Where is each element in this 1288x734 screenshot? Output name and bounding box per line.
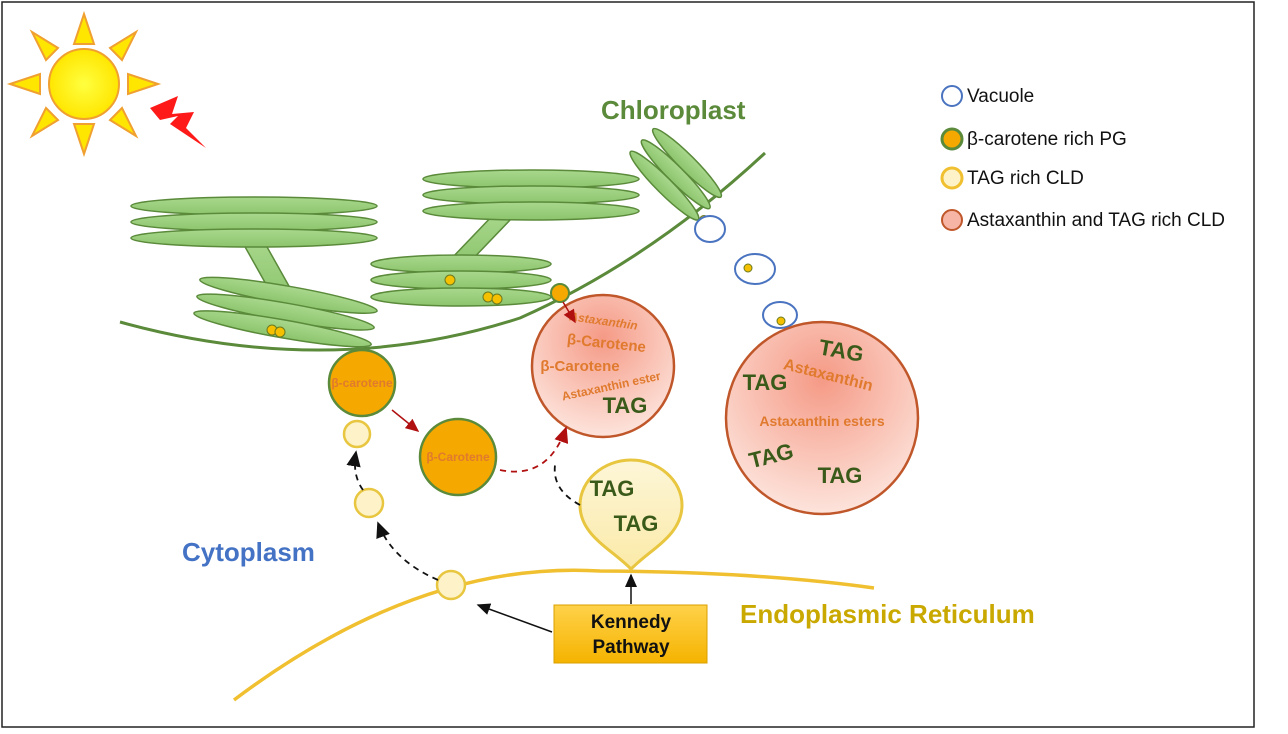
legend-vacuole-icon [941,85,963,107]
lightning-icon [150,96,206,148]
vacuoles [694,215,798,329]
tag-cld-small [342,419,467,601]
cld-big: TAG Astaxanthin TAG Astaxanthin esters T… [724,320,920,516]
arrows [346,301,637,633]
legend: Vacuole β-carotene rich PG TAG rich CLD … [940,85,1225,231]
tag-droplet: TAG TAG [578,458,684,572]
thylakoid-stack-left [130,196,378,348]
pg-left: β-carotene [327,348,397,418]
pg-middle: β-Carotene [418,417,498,497]
cytoplasm-label: Cytoplasm [182,537,315,567]
thylakoid-stack-middle [370,169,640,307]
cld-big-tag-left: TAG [743,370,788,395]
kennedy-pathway-box: Kennedy Pathway [553,604,708,664]
cld-big-tag-bottom-right: TAG [818,463,863,488]
legend-vacuole-label: Vacuole [967,86,1034,107]
chloroplast-label: Chloroplast [601,95,746,125]
legend-tag-cld-icon [940,166,964,190]
tag-droplet-label-2: TAG [614,511,659,536]
cld-middle: Astaxanthin β-Carotene β-Carotene Astaxa… [530,293,676,439]
cld-middle-tag: TAG [603,393,648,418]
tag-droplet-label-1: TAG [590,476,635,501]
pg-middle-label: β-Carotene [426,450,490,464]
plastoglobule-dots [266,215,709,338]
legend-asta-cld-label: Astaxanthin and TAG rich CLD [967,210,1225,231]
chloroplast-membrane [119,151,767,352]
cld-middle-carotene-2: β-Carotene [540,358,619,375]
cld-big-esters: Astaxanthin esters [759,413,884,429]
thylakoid-stack-right [629,127,723,221]
pg-budding [550,283,570,303]
kennedy-label-line2: Pathway [592,637,670,658]
frame-border [1,1,1255,728]
legend-asta-cld-icon [941,209,963,231]
legend-tag-cld-label: TAG rich CLD [967,168,1084,189]
sun-icon [6,10,162,158]
kennedy-label-line1: Kennedy [591,612,672,633]
legend-pg-label: β-carotene rich PG [967,129,1127,150]
er-membrane [232,568,875,702]
pg-left-label: β-carotene [331,376,393,390]
legend-pg-icon [940,127,964,151]
er-label: Endoplasmic Reticulum [740,599,1035,629]
